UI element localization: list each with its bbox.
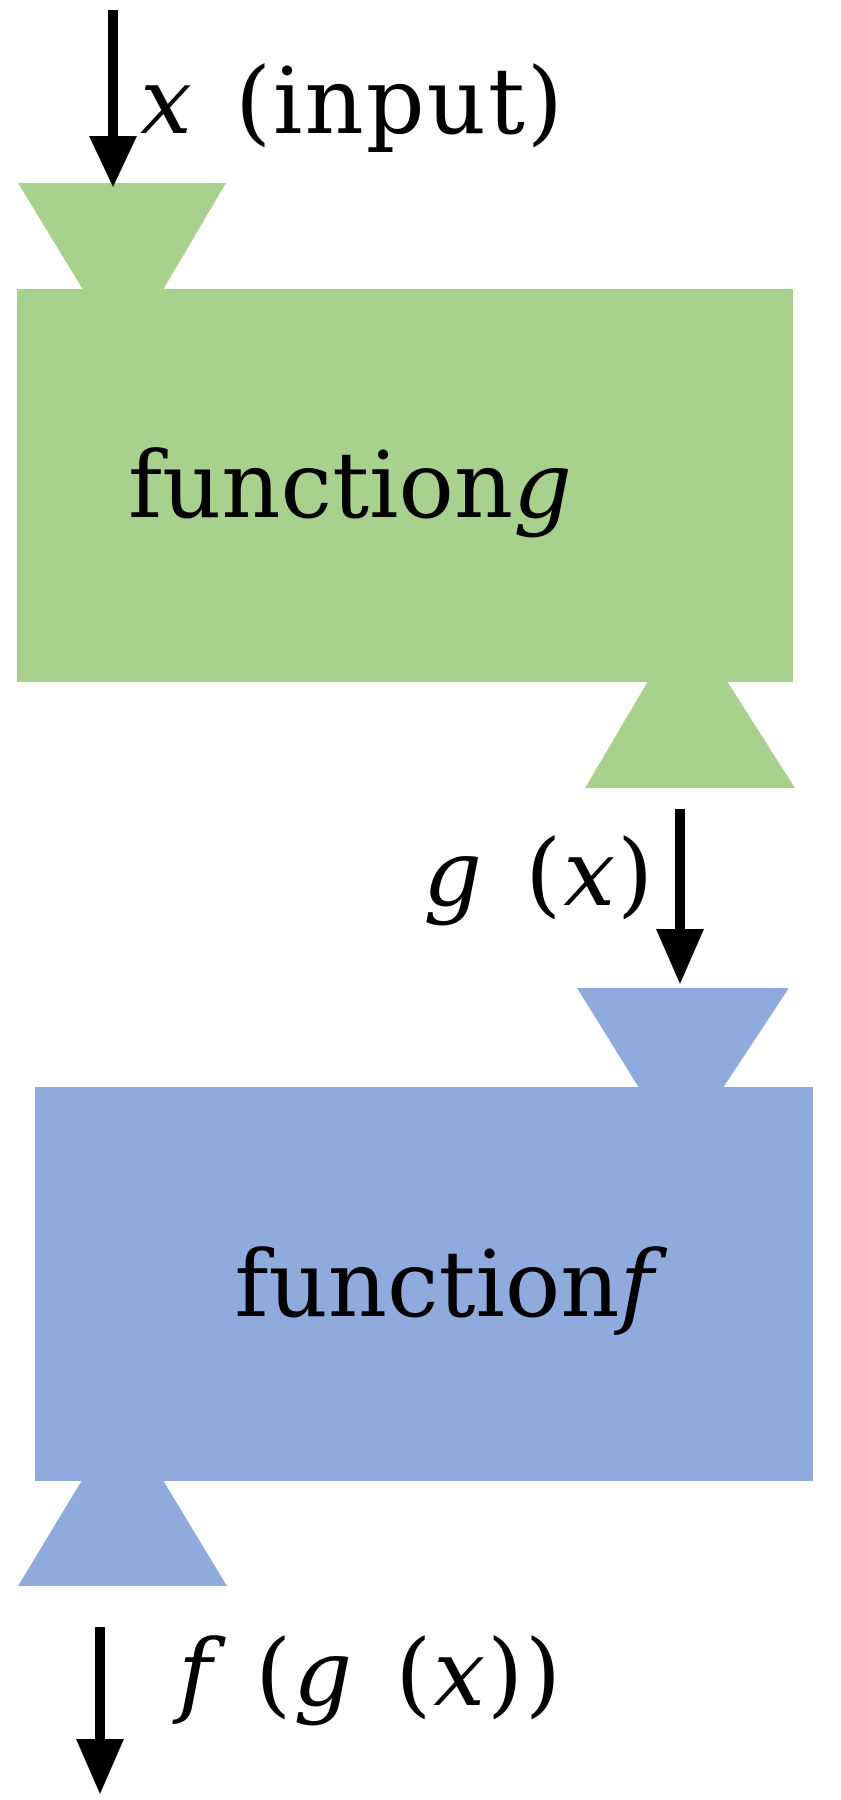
label-part: (input) xyxy=(193,48,565,155)
label-part: ( xyxy=(484,820,564,927)
input-label: x (input) xyxy=(140,56,565,148)
label-part: g xyxy=(423,820,485,927)
input-port-funnel-g xyxy=(18,183,226,290)
g-of-x-label: g (x) xyxy=(423,828,655,920)
arrow-input-shaft xyxy=(108,10,118,140)
arrow-output-head xyxy=(76,1739,124,1794)
arrow-input-head xyxy=(89,136,137,187)
label-part: f xyxy=(178,1620,215,1727)
function-f-box xyxy=(35,1087,813,1481)
label-part: g xyxy=(293,1620,355,1727)
label-part: )) xyxy=(487,1620,563,1727)
label-part: x xyxy=(433,1620,488,1727)
arrow-gx-head xyxy=(656,929,704,984)
arrow-f-output xyxy=(76,1627,124,1794)
output-port-funnel-f xyxy=(18,1480,227,1586)
arrow-input-to-g xyxy=(89,10,137,187)
input-port-funnel-f xyxy=(577,988,789,1088)
label-part: g xyxy=(513,432,573,539)
label-part: ( xyxy=(214,1620,294,1727)
arrow-g-to-f xyxy=(656,809,704,984)
label-part: function xyxy=(234,1230,620,1338)
arrow-gx-shaft xyxy=(675,809,685,933)
output-port-funnel-g xyxy=(585,681,795,788)
function-f-label: function f xyxy=(35,1087,813,1481)
label-part: x xyxy=(140,48,194,155)
function-g-label: function g xyxy=(17,289,793,682)
label-part: ) xyxy=(617,820,655,927)
arrow-output-shaft xyxy=(95,1627,105,1743)
function-g-box xyxy=(17,289,793,682)
label-part: x xyxy=(563,820,618,927)
label-part: ( xyxy=(354,1620,434,1727)
label-part: function xyxy=(127,432,514,539)
f-of-g-of-x-label: f (g (x)) xyxy=(178,1628,563,1720)
label-part: f xyxy=(619,1230,654,1338)
